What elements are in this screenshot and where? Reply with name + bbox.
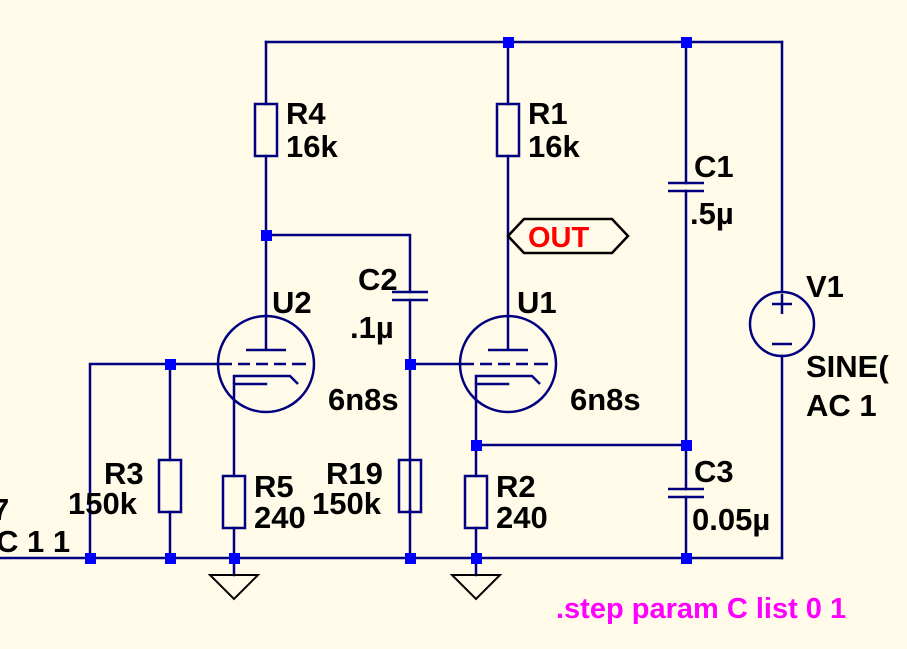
voltage-source-v1-symbol[interactable]: [748, 290, 816, 358]
v1-spec: SINE(: [806, 349, 889, 384]
u1-name: U1: [517, 285, 557, 320]
wire-u1-cathode[interactable]: [474, 382, 510, 478]
junction: [229, 553, 240, 564]
resistor-r1-body[interactable]: [495, 102, 521, 158]
junction: [471, 553, 482, 564]
resistor-r19-body[interactable]: [397, 458, 423, 514]
resistor-r4-body[interactable]: [253, 102, 279, 158]
junction: [681, 553, 692, 564]
left-source-line2: C 1 1: [0, 524, 70, 559]
spice-directive[interactable]: .step param C list 0 1: [556, 593, 846, 625]
c1-value: .5µ: [690, 196, 734, 231]
capacitor-c1-symbol[interactable]: [668, 181, 704, 193]
tube-u1-symbol[interactable]: [458, 314, 558, 414]
junction: [503, 37, 514, 48]
r3-name: R3: [104, 456, 144, 491]
junction-dots: [85, 37, 692, 564]
r4-name: R4: [286, 96, 326, 131]
junction: [681, 440, 692, 451]
c3-value: 0.05µ: [692, 502, 770, 537]
net-label-out-flag[interactable]: [506, 217, 630, 255]
capacitor-c3-symbol[interactable]: [668, 487, 704, 499]
junction: [405, 553, 416, 564]
r19-name: R19: [326, 456, 383, 491]
r5-name: R5: [254, 469, 294, 504]
junction: [165, 359, 176, 370]
junction: [85, 553, 96, 564]
junction: [405, 359, 416, 370]
resistor-r5-body[interactable]: [221, 474, 247, 530]
resistor-r2-body[interactable]: [463, 474, 489, 530]
c3-name: C3: [694, 454, 734, 489]
v1-ac: AC 1: [806, 388, 877, 423]
wire-u2-cathode[interactable]: [232, 382, 268, 478]
u1-model: 6n8s: [570, 382, 641, 417]
c2-name: C2: [358, 262, 398, 297]
u2-name: U2: [272, 285, 312, 320]
r1-name: R1: [528, 96, 568, 131]
c1-name: C1: [694, 149, 734, 184]
capacitor-c2-symbol[interactable]: [392, 290, 428, 302]
r3-value: 150k: [68, 486, 138, 521]
u2-model: 6n8s: [328, 382, 399, 417]
junction: [261, 230, 272, 241]
wire-u2-plate-to-c2[interactable]: [264, 233, 412, 294]
junction: [165, 553, 176, 564]
r5-value: 240: [254, 500, 306, 535]
r2-name: R2: [496, 469, 536, 504]
tube-u2-symbol[interactable]: [216, 314, 316, 414]
junction: [681, 37, 692, 48]
v1-name: V1: [806, 269, 844, 304]
left-source-line1: 7: [0, 492, 9, 527]
r2-value: 240: [496, 500, 548, 535]
ground-symbol-right[interactable]: [449, 574, 503, 601]
net-label-out-text: OUT: [528, 222, 590, 254]
junction: [471, 440, 482, 451]
resistor-r3-body[interactable]: [157, 458, 183, 514]
c2-value: .1µ: [350, 310, 394, 345]
r4-value: 16k: [286, 129, 338, 164]
ground-symbol-left[interactable]: [207, 574, 261, 601]
r19-value: 150k: [312, 486, 382, 521]
r1-value: 16k: [528, 129, 580, 164]
